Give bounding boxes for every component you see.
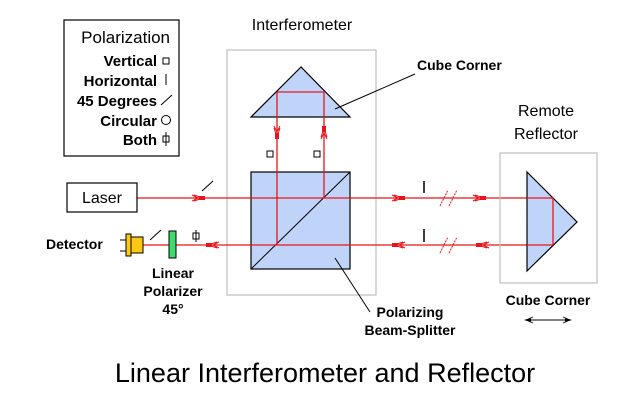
square-icon <box>162 57 170 65</box>
diagram-title: Linear Interferometer and Reflector <box>115 358 535 388</box>
bidirectional-motion-arrow-icon <box>524 316 572 324</box>
interferometer-label: Interferometer <box>252 17 353 34</box>
remote-reflector-label-line1: Remote <box>518 103 574 120</box>
circle-icon <box>161 115 171 125</box>
detector-icon <box>120 233 144 257</box>
remote-reflector-frame <box>499 152 598 284</box>
detector-label: Detector <box>46 236 103 252</box>
legend-title: Polarization <box>81 28 170 47</box>
linear-polarizer-label-line1: Linear <box>152 265 195 281</box>
polarization-legend: Polarization Vertical Horizontal 45 Degr… <box>63 19 180 157</box>
laser-label: Laser <box>82 190 123 207</box>
remote-cube-corner-prism <box>526 170 578 273</box>
beam-splitter-diagonal <box>250 171 351 270</box>
interferometer-frame <box>226 49 377 296</box>
legend-item-label: Both <box>123 132 157 149</box>
legend-item-label: Horizontal <box>84 73 157 90</box>
linear-polarizer <box>168 230 177 259</box>
remote-reflector-label-line2: Reflector <box>514 126 579 143</box>
beam-splitter-callout-line <box>334 257 371 313</box>
laser-box <box>66 182 138 213</box>
beam-splitter-label-line1: Polarizing <box>377 304 444 320</box>
linear-polarizer-label-line2: Polarizer <box>143 283 203 299</box>
legend-item-label: 45 Degrees <box>77 93 157 110</box>
legend-item-label: Vertical <box>104 53 157 70</box>
linear-polarizer-label-line3: 45° <box>162 301 183 317</box>
45-degree-polarization-marker <box>149 229 162 241</box>
vertical-polarization-marker <box>313 150 321 158</box>
both-polarization-marker <box>192 230 200 242</box>
45-degree-polarization-marker <box>201 180 214 192</box>
distance-break-marks <box>439 189 458 254</box>
phi-icon <box>162 132 170 146</box>
legend-item-label: Circular <box>100 113 157 130</box>
legend-box <box>63 19 180 157</box>
beam-splitter-label-line2: Beam-Splitter <box>364 322 456 338</box>
cube-corner-callout-line <box>334 73 416 110</box>
diagonal-slash-icon <box>160 94 173 106</box>
remote-cube-corner-label: Cube Corner <box>506 292 591 308</box>
cube-corner-label: Cube Corner <box>417 57 502 73</box>
vertical-polarization-marker <box>266 150 274 158</box>
